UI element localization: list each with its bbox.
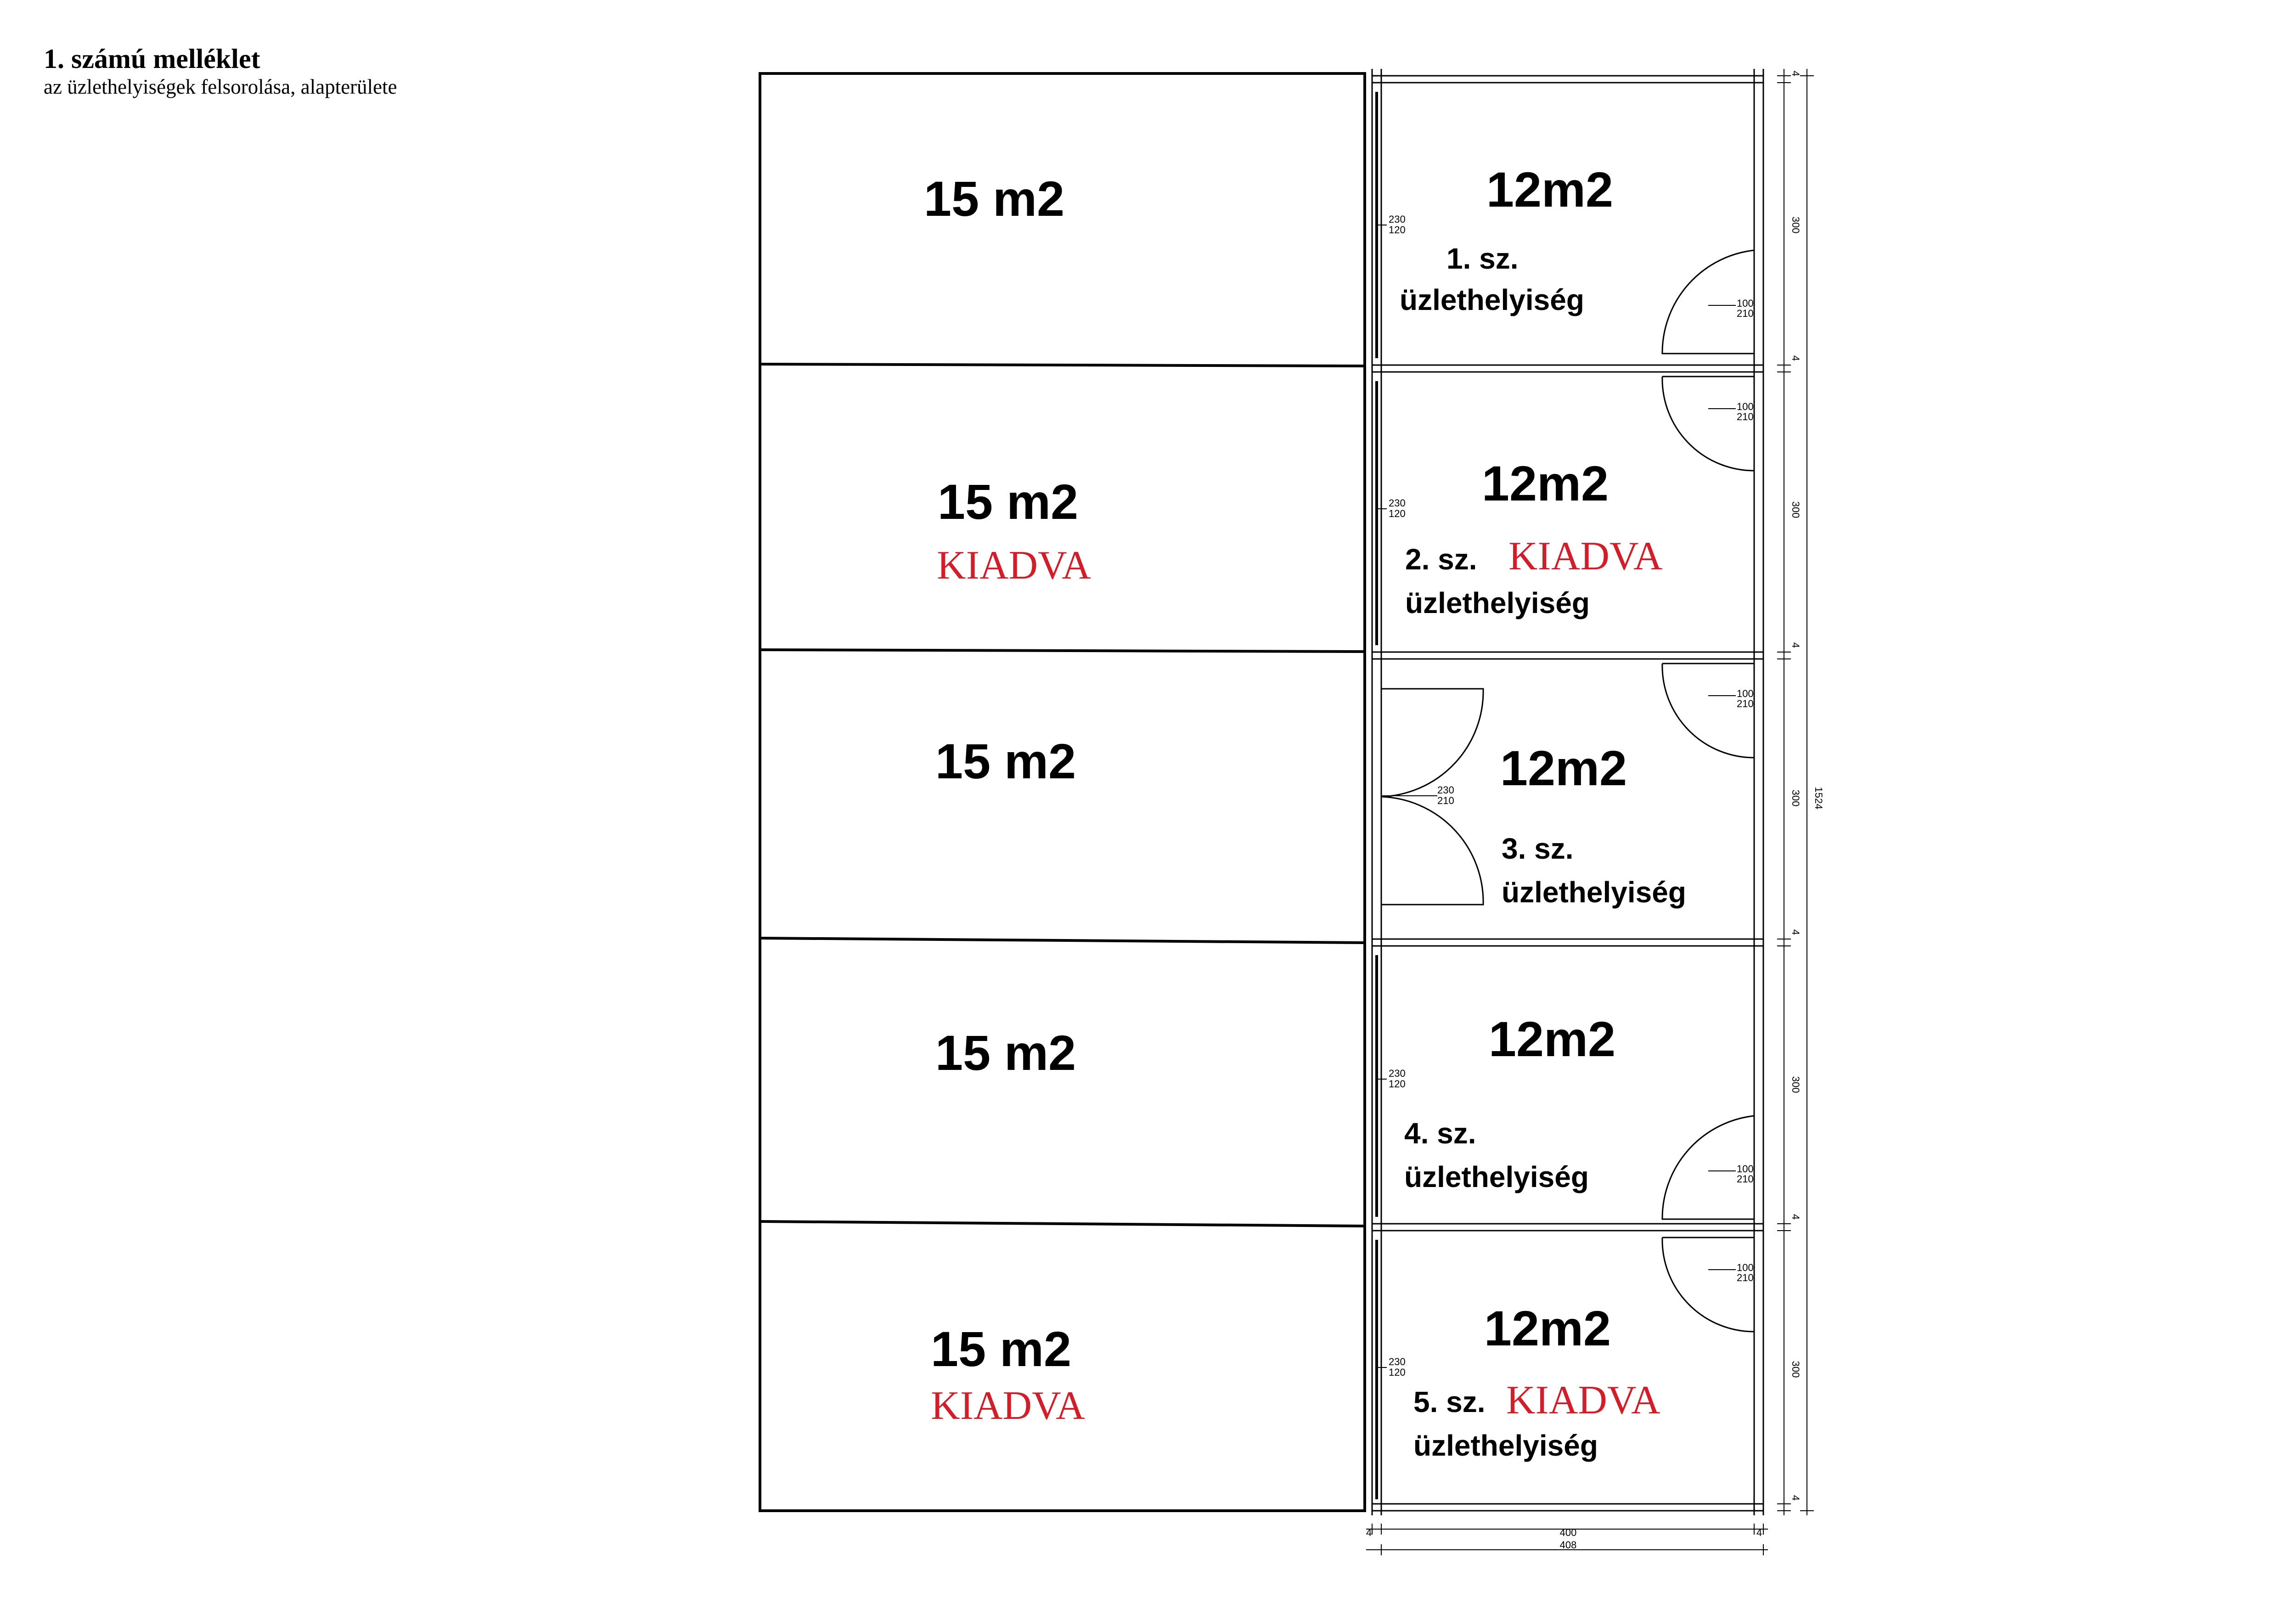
double-door-lower <box>1381 796 1484 906</box>
right-room-5: 12m2 5. sz. KIADVA üzlethelyiség <box>1413 1300 1660 1462</box>
room-depth-dim: 300 <box>1790 501 1801 518</box>
wall-dim: 4 <box>1756 1527 1762 1538</box>
door-dim-bottom: 210 <box>1737 1173 1754 1185</box>
door-dim-top: 100 <box>1737 401 1754 412</box>
room-name: üzlethelyiség <box>1400 283 1584 316</box>
door-dim-top: 100 <box>1737 298 1754 309</box>
left-block-outline <box>759 72 1366 1512</box>
room-depth-dim: 300 <box>1790 790 1801 807</box>
window-dim-top: 230 <box>1389 497 1406 509</box>
door-arc <box>1661 1115 1755 1220</box>
left-room-area: 15 m2 <box>924 171 1064 226</box>
left-room-area: 15 m2 <box>935 733 1076 789</box>
left-room-area: 15 m2 <box>935 1025 1076 1080</box>
left-divider <box>760 1220 1365 1227</box>
inner-width-dim: 400 <box>1560 1527 1577 1538</box>
room-area: 12m2 <box>1484 1300 1611 1356</box>
right-room-3: 12m2 3. sz. üzlethelyiség <box>1500 740 1686 909</box>
vertical-dimensions: 300 300 300 300 300 4 4 4 4 4 4 1524 <box>1777 69 1824 1515</box>
wall-dim: 4 <box>1790 355 1801 361</box>
page-subtitle: az üzlethelyiségek felsorolása, alapterü… <box>44 75 397 98</box>
wall-dim: 4 <box>1790 1214 1801 1220</box>
window-dim-bottom: 120 <box>1389 224 1406 236</box>
room-area: 12m2 <box>1500 740 1627 796</box>
door-dim-bottom: 210 <box>1737 411 1754 422</box>
right-room-1: 12m2 1. sz. üzlethelyiség <box>1400 162 1613 316</box>
room-depth-dim: 300 <box>1790 217 1801 234</box>
door-dim-top: 100 <box>1737 1163 1754 1175</box>
wall-dim: 4 <box>1790 71 1801 76</box>
horizontal-dimensions: 4 4 400 408 <box>1366 1524 1768 1555</box>
right-block <box>1371 69 1764 1515</box>
left-divider <box>760 363 1365 367</box>
double-door-upper <box>1381 688 1484 798</box>
left-room-area: 15 m2 <box>938 474 1078 529</box>
left-room-4: 15 m2 <box>935 1025 1076 1080</box>
door-arc <box>1661 663 1755 759</box>
door-dim-bottom: 210 <box>1737 698 1754 709</box>
door-dim-top: 100 <box>1737 688 1754 699</box>
right-room-2: 12m2 2. sz. KIADVA üzlethelyiség <box>1405 456 1663 619</box>
rented-label: KIADVA <box>931 1384 1085 1428</box>
room-area: 12m2 <box>1482 456 1609 511</box>
room-area: 12m2 <box>1489 1011 1615 1067</box>
left-divider <box>760 937 1365 944</box>
left-block <box>759 72 1366 1512</box>
room-name: üzlethelyiség <box>1413 1429 1598 1462</box>
room-depth-dim: 300 <box>1790 1076 1801 1093</box>
room-area: 12m2 <box>1486 162 1613 217</box>
outer-width-dim: 408 <box>1560 1539 1577 1551</box>
room-number: 1. sz. <box>1446 242 1519 275</box>
page-title: 1. számú melléklet <box>44 44 260 74</box>
right-room-4: 12m2 4. sz. üzlethelyiség <box>1404 1011 1615 1193</box>
door-dim-bottom: 210 <box>1737 308 1754 319</box>
window-dim-top: 230 <box>1389 214 1406 225</box>
room-depth-dim: 300 <box>1790 1361 1801 1378</box>
window-dim-top: 230 <box>1437 784 1454 796</box>
door-dim-bottom: 210 <box>1737 1272 1754 1283</box>
left-room-area: 15 m2 <box>931 1321 1071 1377</box>
room-name: üzlethelyiség <box>1405 586 1590 619</box>
left-room-5: 15 m2 KIADVA <box>931 1321 1085 1428</box>
wall-dim: 4 <box>1366 1527 1372 1538</box>
rented-label: KIADVA <box>1508 534 1663 579</box>
left-room-3: 15 m2 <box>935 733 1076 789</box>
rented-label: KIADVA <box>937 543 1091 588</box>
wall-dim: 4 <box>1790 1495 1801 1501</box>
room-number: 2. sz. <box>1405 543 1477 576</box>
room-number: 3. sz. <box>1502 832 1574 865</box>
wall-dim: 4 <box>1790 642 1801 648</box>
door-dim-top: 100 <box>1737 1262 1754 1273</box>
document-header: 1. számú melléklet az üzlethelyiségek fe… <box>44 44 397 99</box>
door-arc <box>1661 249 1755 354</box>
door-arc <box>1661 1237 1755 1333</box>
dimension-tags: 230 120 230 120 230 210 230 120 230 120 … <box>1378 214 1754 1378</box>
room-name: üzlethelyiség <box>1502 876 1686 909</box>
room-number: 4. sz. <box>1404 1117 1476 1150</box>
wall-dim: 4 <box>1790 929 1801 935</box>
window-dim-bottom: 120 <box>1389 1078 1406 1090</box>
rented-label: KIADVA <box>1506 1378 1660 1423</box>
room-name: üzlethelyiség <box>1404 1160 1589 1193</box>
total-height-dim: 1524 <box>1813 787 1824 810</box>
room-number: 5. sz. <box>1413 1385 1486 1418</box>
window-dim-top: 230 <box>1389 1068 1406 1079</box>
left-room-1: 15 m2 <box>924 171 1064 226</box>
window-dim-top: 230 <box>1389 1356 1406 1367</box>
left-room-2: 15 m2 KIADVA <box>937 474 1091 588</box>
window-dim-bottom: 120 <box>1389 508 1406 519</box>
door-swings <box>1381 249 1755 1333</box>
window-dim-bottom: 120 <box>1389 1367 1406 1378</box>
window-dim-bottom: 210 <box>1437 795 1454 806</box>
door-arc <box>1661 376 1755 472</box>
left-divider <box>760 648 1365 653</box>
